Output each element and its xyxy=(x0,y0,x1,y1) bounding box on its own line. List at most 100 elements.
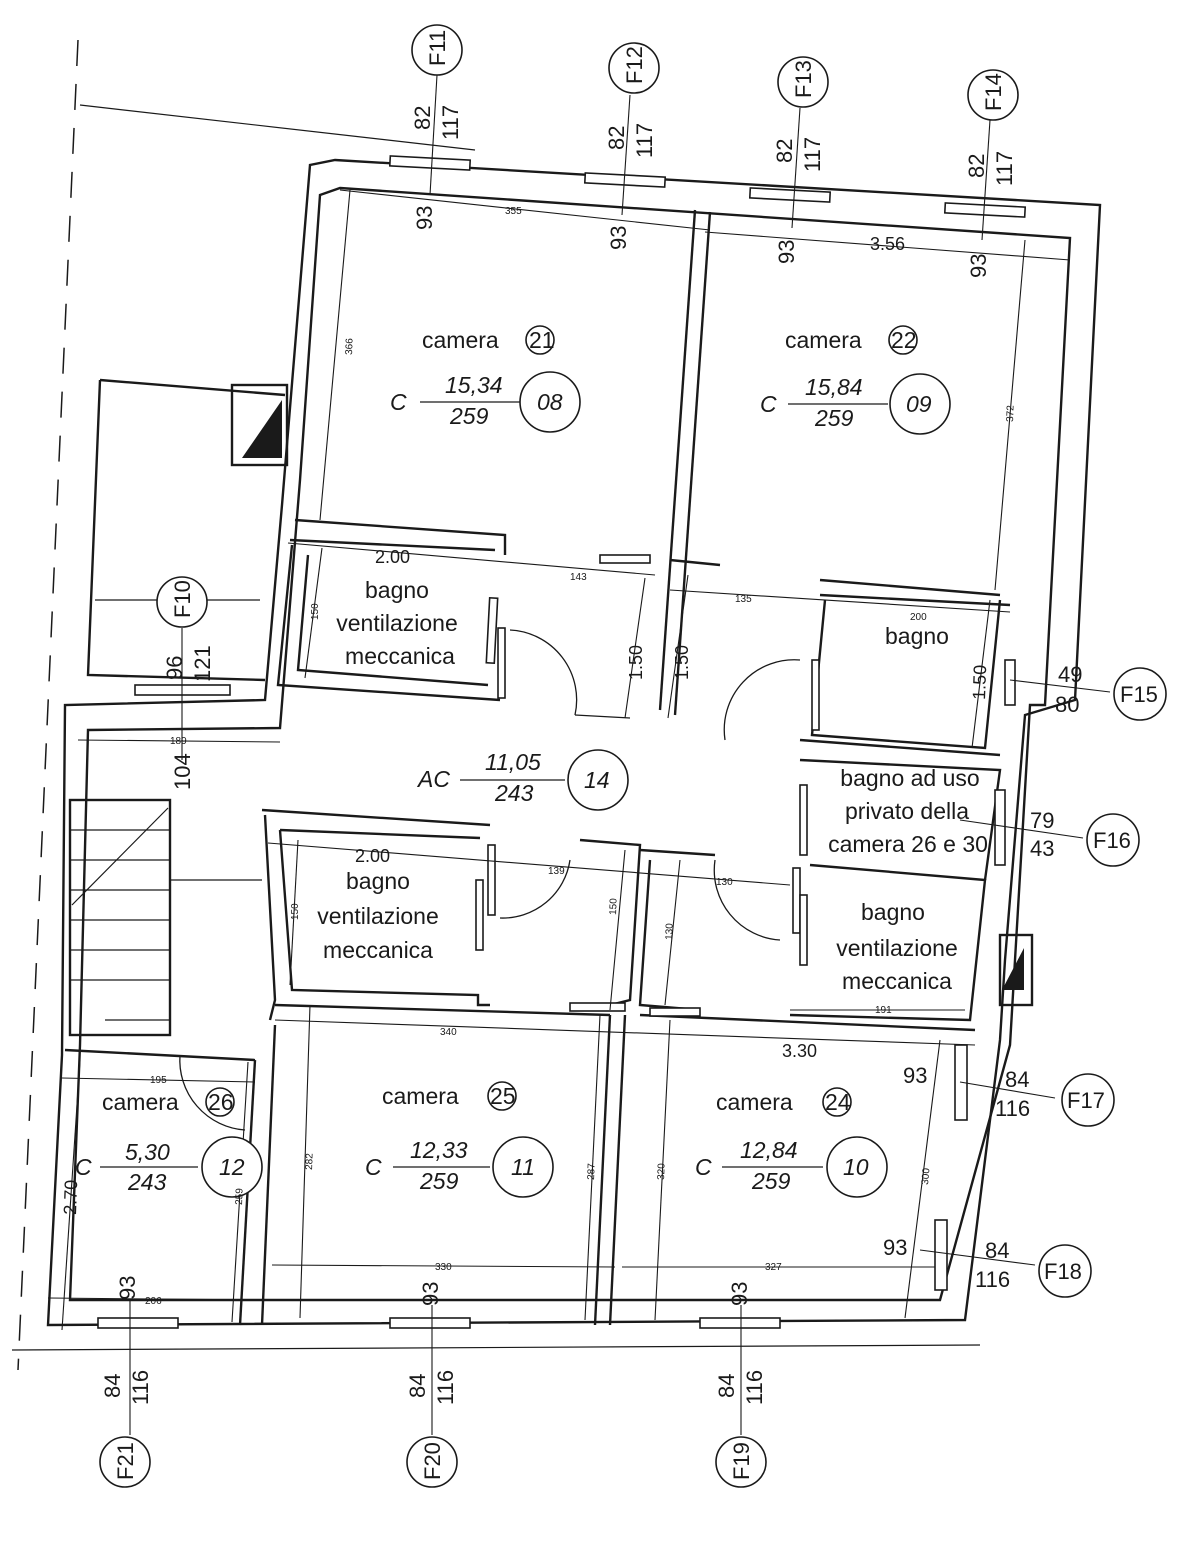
dim-150-e: 150 xyxy=(290,903,301,920)
site-lines xyxy=(11,39,981,1371)
room-name: camera xyxy=(102,1089,179,1115)
room-type: C xyxy=(760,391,777,417)
window-height: 117 xyxy=(800,137,825,172)
window-F19: F19 84 116 93 xyxy=(714,1282,767,1488)
window-height: 117 xyxy=(632,123,657,158)
window-tag: F16 xyxy=(1093,828,1131,853)
dim-130-a: 130 xyxy=(664,923,676,940)
window-F16: F16 79 43 xyxy=(1030,808,1140,867)
window-sill: 93 xyxy=(727,1282,752,1306)
dim-189: 189 xyxy=(170,736,187,747)
dim-372: 372 xyxy=(1005,405,1017,422)
dim-195: 195 xyxy=(150,1075,167,1086)
shaft-top-fill xyxy=(242,400,282,458)
dim-327: 327 xyxy=(765,1262,782,1273)
room-height: 243 xyxy=(127,1169,167,1195)
window-height: 116 xyxy=(975,1267,1010,1292)
window-sill: 93 xyxy=(418,1282,443,1306)
dim-139: 139 xyxy=(548,866,565,877)
dim-340: 340 xyxy=(440,1027,457,1038)
window-F13: F13 82 117 93 xyxy=(772,56,829,264)
room-code: 10 xyxy=(843,1154,869,1180)
room-type: C xyxy=(390,389,407,415)
room-corridor: AC 11,05 243 14 xyxy=(416,749,629,811)
room-camera-26: camera 26 C 5,30 243 12 xyxy=(75,1087,263,1198)
dim-150-a: 150 xyxy=(310,603,321,620)
dim-200-c: 2.00 xyxy=(355,846,390,866)
room-type: C xyxy=(365,1154,382,1180)
room-bagno-privato: bagno ad uso privato della camera 26 e 3… xyxy=(828,765,988,857)
room-height: 243 xyxy=(494,780,534,806)
dim-270: 2.70 xyxy=(60,1179,81,1215)
window-width: 82 xyxy=(772,139,797,163)
window-width: 84 xyxy=(100,1374,125,1398)
room-name: camera xyxy=(716,1089,793,1115)
window-tag: F20 xyxy=(420,1442,445,1480)
interior-walls xyxy=(64,209,1011,1326)
dimension-labels: 355 3.56 366 372 2.00 143 150 1.50 1.50 … xyxy=(60,206,1017,1307)
dim-150-c: 1.50 xyxy=(672,645,692,680)
window-height: 43 xyxy=(1030,836,1054,861)
room-camera-22: camera 22 C 15,84 259 09 xyxy=(760,325,951,435)
shaft-top xyxy=(230,383,289,467)
room-label-line: bagno xyxy=(346,868,410,894)
dim-200-b: 200 xyxy=(910,612,927,623)
dim-320: 320 xyxy=(656,1163,668,1180)
window-F21: F21 84 116 93 xyxy=(99,1276,153,1488)
window-width: 82 xyxy=(410,106,435,130)
window-sill: 93 xyxy=(115,1276,140,1300)
room-area: 11,05 xyxy=(485,749,541,775)
window-sill: 93 xyxy=(903,1063,927,1088)
room-label-line: meccanica xyxy=(323,937,433,963)
dim-355: 355 xyxy=(505,206,522,217)
exterior-walls xyxy=(46,158,1102,1327)
window-F14: F14 82 117 93 xyxy=(964,69,1019,278)
window-tag: F11 xyxy=(425,30,450,66)
room-height: 259 xyxy=(419,1168,459,1194)
room-label-line: bagno ad uso xyxy=(840,765,979,791)
room-area: 5,30 xyxy=(125,1139,170,1165)
window-F17: F17 84 116 93 xyxy=(903,1063,1115,1127)
window-F11: F11 82 117 93 xyxy=(410,24,463,230)
window-width: 82 xyxy=(604,126,629,150)
window-height: 116 xyxy=(742,1370,767,1405)
dim-287: 287 xyxy=(586,1163,598,1180)
room-camera-24: camera 24 C 12,84 259 10 xyxy=(695,1087,888,1198)
window-tag: F21 xyxy=(113,1442,138,1480)
dim-366: 366 xyxy=(344,338,356,355)
dim-150-d: 1.50 xyxy=(969,664,990,700)
window-F10: F10 96 121 104 xyxy=(156,576,215,790)
room-number: 22 xyxy=(891,327,917,353)
room-bagno-top-right: bagno xyxy=(885,623,949,649)
window-F18: F18 84 116 93 xyxy=(883,1235,1092,1298)
room-label-line: ventilazione xyxy=(317,903,438,929)
room-number: 25 xyxy=(490,1083,516,1109)
room-name: camera xyxy=(422,327,499,353)
window-F20: F20 84 116 93 xyxy=(405,1282,458,1488)
dim-150-f: 150 xyxy=(608,898,620,915)
shaft-right xyxy=(998,933,1034,1007)
room-area: 15,34 xyxy=(445,372,503,398)
window-width: 79 xyxy=(1030,808,1054,833)
dim-143: 143 xyxy=(570,572,587,583)
doors xyxy=(179,554,820,1131)
shaft-right-fill xyxy=(1002,948,1024,990)
dim-206: 206 xyxy=(145,1296,162,1307)
dim-330-a: 3.30 xyxy=(782,1041,817,1061)
room-name: camera xyxy=(785,327,862,353)
window-width: 96 xyxy=(162,656,187,680)
window-height: 80 xyxy=(1055,692,1079,717)
room-code: 14 xyxy=(584,767,610,793)
room-height: 259 xyxy=(449,403,489,429)
room-bagno-top-left: bagno ventilazione meccanica xyxy=(336,577,457,669)
room-name: camera xyxy=(382,1083,459,1109)
room-area: 15,84 xyxy=(805,374,863,400)
room-code: 08 xyxy=(537,389,563,415)
room-label-line: meccanica xyxy=(345,643,455,669)
room-height: 259 xyxy=(814,405,854,431)
room-type: C xyxy=(695,1154,712,1180)
window-tag: F19 xyxy=(729,1442,754,1480)
window-tag: F14 xyxy=(981,73,1006,111)
window-width: 84 xyxy=(405,1374,430,1398)
